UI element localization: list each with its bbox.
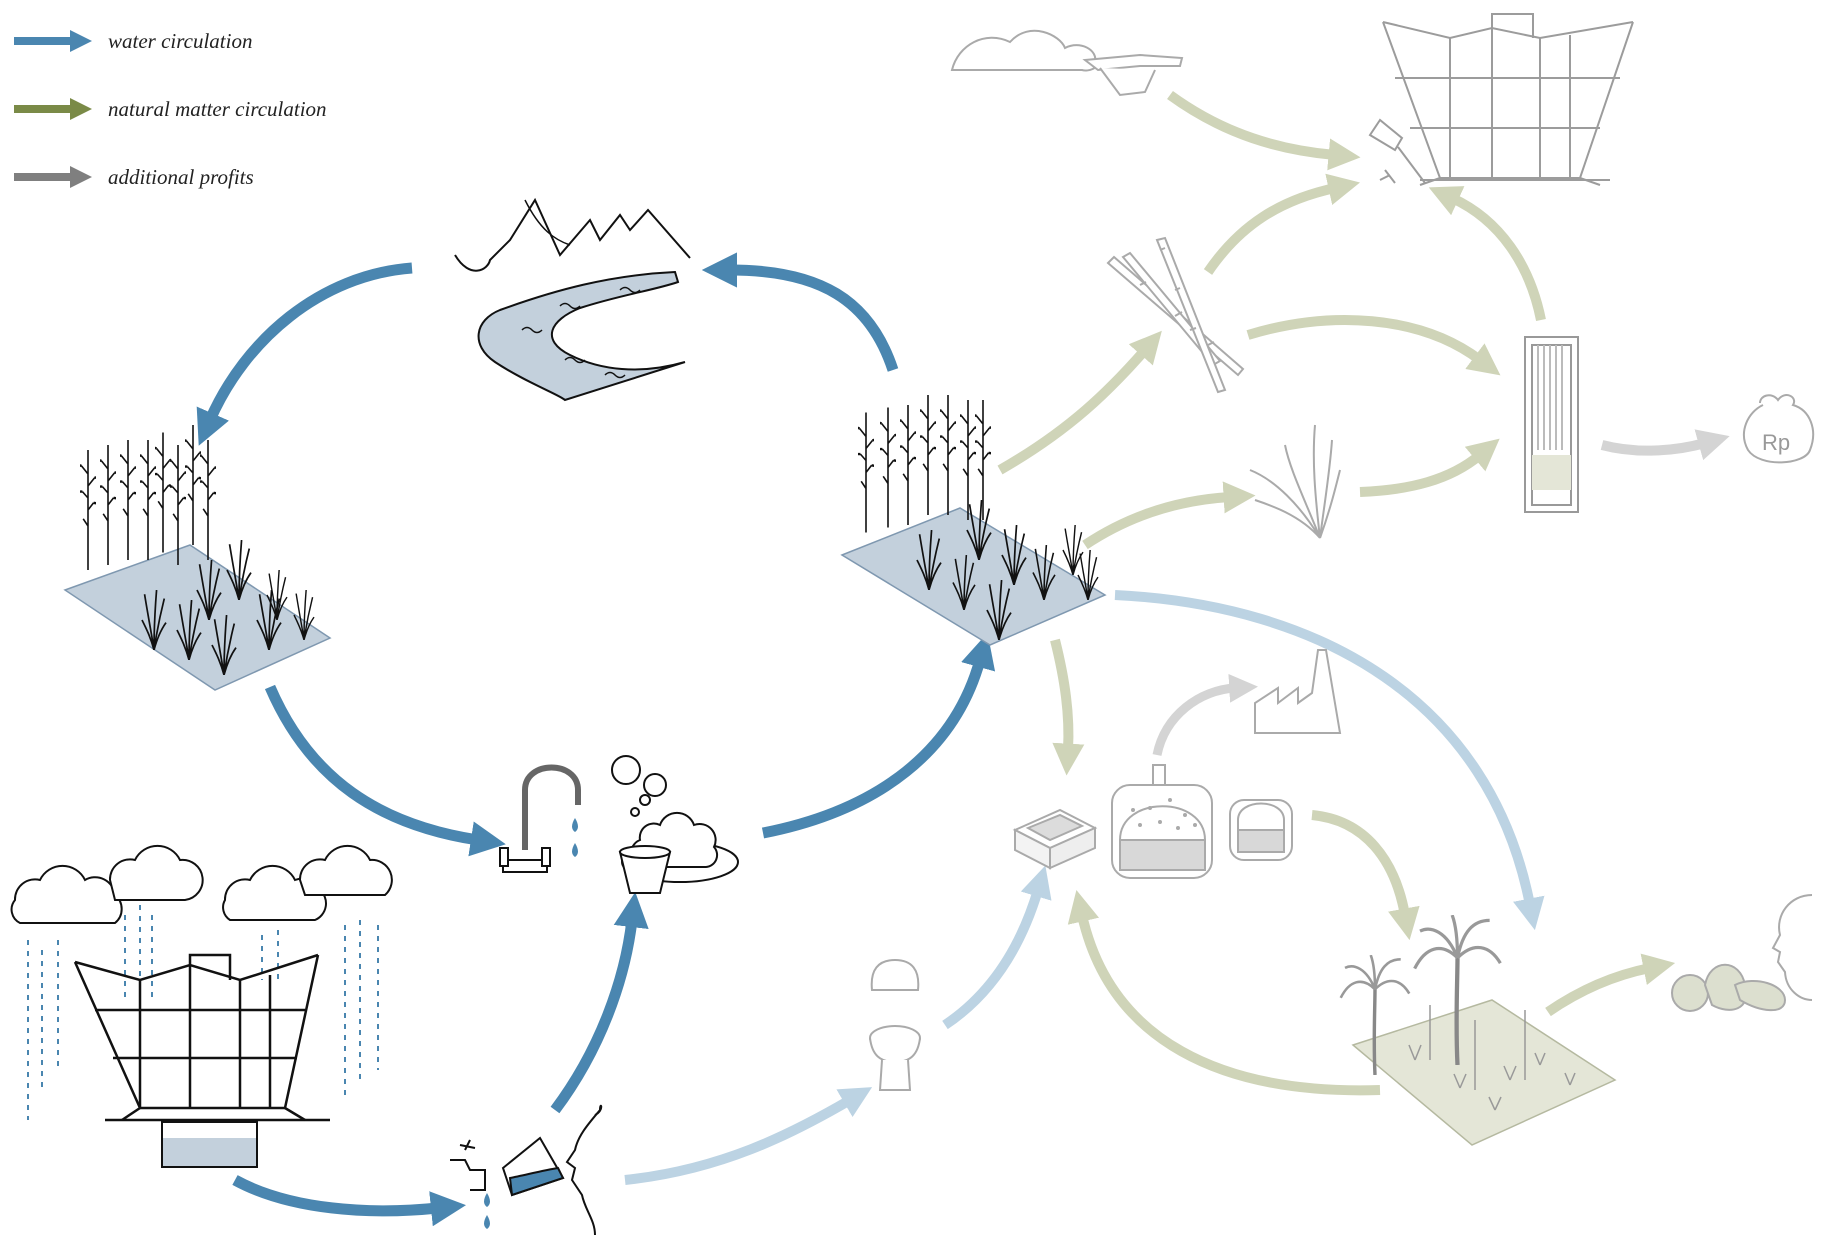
profit-arrow-icon [14, 166, 92, 188]
factory-icon [1254, 649, 1342, 734]
drinking-water-icon [450, 1104, 603, 1236]
building-construction-icon [1368, 13, 1634, 186]
legend-item-profits: additional profits [14, 162, 254, 192]
clay-pile-icon [950, 29, 1184, 97]
kitchen-faucet-icon [499, 764, 581, 873]
money-label: Rp [1762, 430, 1790, 455]
legend-item-matter: natural matter circulation [14, 94, 327, 124]
constructed-wetland-harvest-icon [840, 393, 1107, 646]
reed-grass-icon [1249, 424, 1341, 539]
legend-label-profits: additional profits [108, 164, 254, 189]
money-bag-icon: Rp [1743, 394, 1815, 464]
water-arrow-icon [14, 30, 92, 52]
fruits-vegetables-icon [1671, 894, 1813, 1012]
legend-label-water: water circulation [108, 28, 253, 53]
garden-plot-icon [1338, 915, 1617, 1146]
washing-basin-icon [611, 755, 739, 894]
legend-item-water: water circulation [14, 26, 252, 56]
matter-arrow-icon [14, 98, 92, 120]
woven-panel-icon [1524, 336, 1579, 513]
bamboo-poles-icon [1106, 236, 1245, 394]
biogas-digester-icon [1012, 764, 1293, 879]
toilet-icon [869, 958, 921, 1091]
mountain-river-icon [454, 197, 691, 402]
rainwater-harvesting-building-icon [10, 844, 393, 1168]
constructed-wetland-icon [63, 423, 332, 691]
legend-label-matter: natural matter circulation [108, 96, 327, 121]
